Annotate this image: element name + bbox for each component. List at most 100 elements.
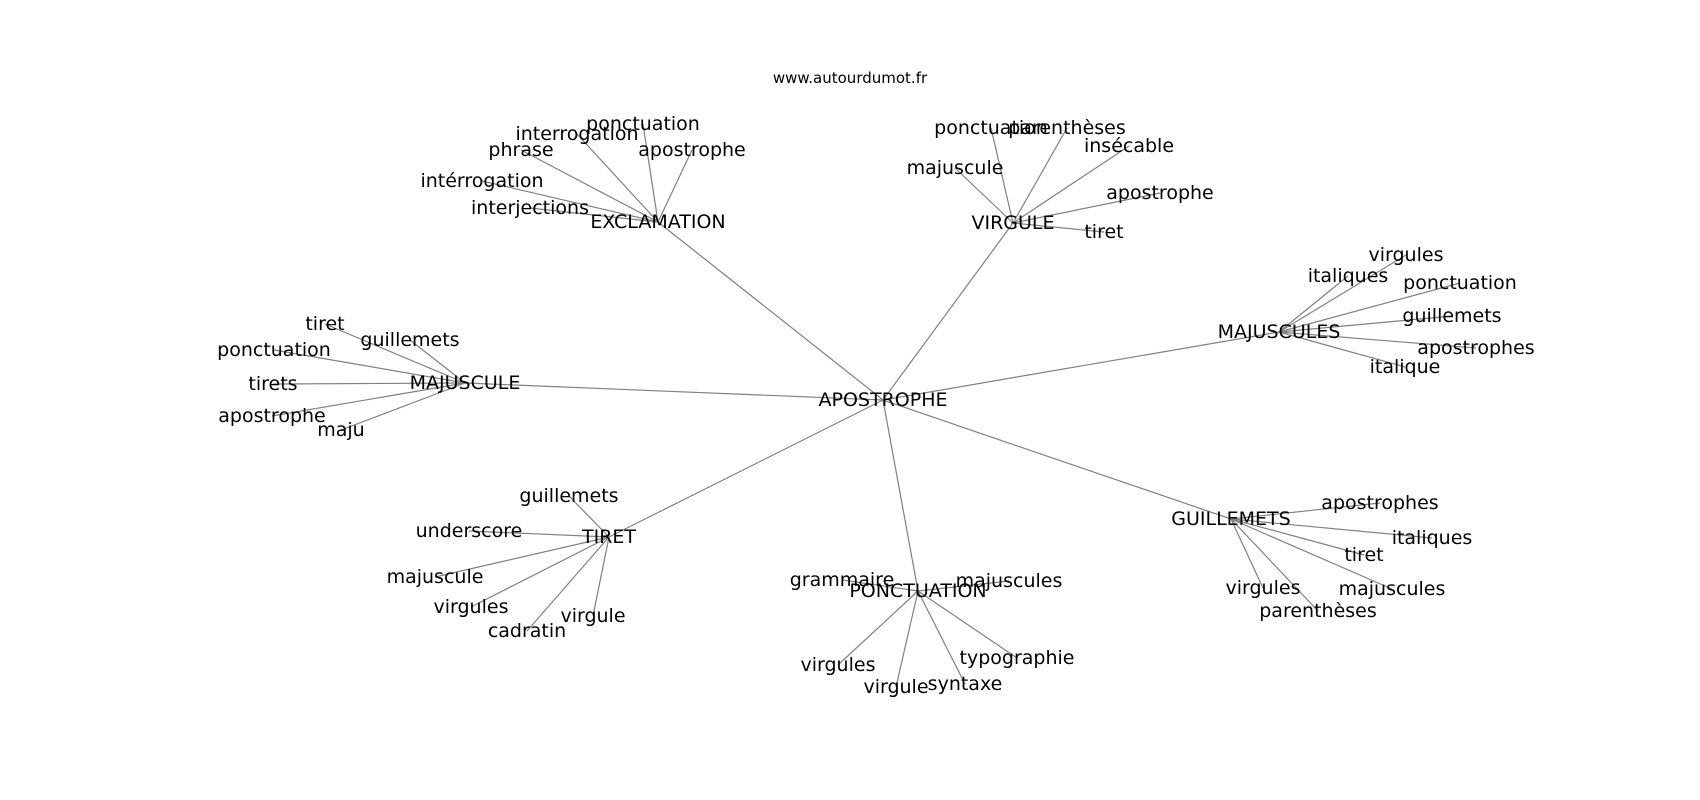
- leaf-node: virgules: [801, 654, 876, 676]
- edge-tiret-leaf: [434, 536, 610, 578]
- leaf-node: guillemets: [519, 485, 618, 507]
- leaf-node: guillemets: [1402, 305, 1501, 327]
- edge-exclamation-leaf: [529, 207, 659, 223]
- leaf-node: interrogation: [515, 123, 638, 145]
- leaf-node: italiques: [1308, 265, 1389, 287]
- edge-center-to-guillemets: [882, 399, 1232, 520]
- leaf-node: grammaire: [790, 569, 895, 591]
- edge-virgule-leaf: [990, 127, 1014, 224]
- edge-tiret-leaf: [568, 495, 610, 538]
- edge-majuscule-leaf: [324, 323, 466, 384]
- leaf-node: tiret: [1084, 221, 1123, 243]
- edge-exclamation-leaf: [481, 180, 659, 223]
- leaf-node: virgule: [560, 605, 625, 627]
- edge-virgule-leaf: [1012, 222, 1105, 233]
- edge-majuscule-leaf: [409, 339, 466, 384]
- leaf-node: virgule: [863, 676, 928, 698]
- leaf-node: majuscules: [956, 570, 1063, 592]
- hub-node: VIRGULE: [971, 212, 1054, 234]
- edge-tiret-leaf: [468, 530, 610, 538]
- leaf-node: apostrophes: [1321, 492, 1438, 514]
- leaf-node: tiret: [305, 313, 344, 335]
- edge-ponctuation-leaf: [841, 579, 919, 592]
- edge-majuscule-leaf: [273, 349, 466, 384]
- leaf-node: majuscule: [907, 157, 1004, 179]
- leaf-node: ponctuation: [934, 117, 1048, 139]
- graph-edges: [271, 123, 1477, 688]
- leaf-node: apostrophe: [638, 139, 746, 161]
- hub-node: PONCTUATION: [849, 580, 986, 602]
- edge-ponctuation-leaf: [917, 590, 966, 685]
- edge-ponctuation-leaf: [917, 590, 1018, 659]
- leaf-node: virgules: [434, 596, 509, 618]
- leaf-node: italiques: [1392, 527, 1473, 549]
- edge-ponctuation-leaf: [895, 590, 919, 688]
- hub-node: TIRET: [581, 526, 636, 548]
- edge-ponctuation-leaf: [837, 590, 919, 666]
- watermark: www.autourdumot.fr: [773, 69, 928, 87]
- edge-majuscule-leaf: [272, 382, 466, 385]
- edge-center-to-virgule: [882, 222, 1014, 401]
- leaf-node: majuscules: [1339, 578, 1446, 600]
- edge-majuscules-leaf: [1278, 331, 1477, 349]
- leaf-node: italique: [1370, 356, 1441, 378]
- edge-majuscule-leaf: [340, 382, 466, 431]
- edge-exclamation-leaf: [520, 149, 659, 223]
- leaf-node: tiret: [1344, 544, 1383, 566]
- hub-node: EXCLAMATION: [590, 211, 725, 233]
- edge-virgule-leaf: [1012, 127, 1068, 224]
- edge-guillemets-leaf: [1230, 518, 1264, 589]
- edge-tiret-leaf: [470, 536, 610, 608]
- edge-center-to-tiret: [608, 399, 884, 538]
- leaf-node: ponctuation: [217, 339, 331, 361]
- graph-labels: www.autourdumot.fr APOSTROPHE EXCLAMATION…: [217, 69, 1535, 698]
- leaf-node: virgules: [1369, 244, 1444, 266]
- edge-majuscules-leaf: [1278, 282, 1461, 333]
- edge-exclamation-leaf: [576, 133, 659, 223]
- leaf-node: guillemets: [360, 329, 459, 351]
- edge-center-to-ponctuation: [882, 399, 919, 592]
- edge-exclamation-leaf: [642, 123, 659, 223]
- edge-majuscules-leaf: [1278, 254, 1407, 333]
- edge-guillemets-leaf: [1230, 518, 1433, 539]
- edge-guillemets-leaf: [1230, 502, 1381, 520]
- edge-guillemets-leaf: [1230, 518, 1319, 612]
- leaf-node: apostrophe: [218, 405, 326, 427]
- hub-node: MAJUSCULES: [1218, 321, 1341, 343]
- edge-virgule-leaf: [1012, 145, 1130, 224]
- leaf-node: underscore: [416, 520, 523, 542]
- edge-guillemets-leaf: [1230, 518, 1393, 590]
- leaf-node: tirets: [248, 373, 297, 395]
- leaf-node: syntaxe: [928, 673, 1003, 695]
- edge-center-to-majuscules: [882, 331, 1280, 401]
- leaf-node: phrase: [488, 139, 553, 161]
- edge-majuscules-leaf: [1278, 275, 1349, 333]
- leaf-node: majuscule: [387, 566, 484, 588]
- edge-majuscules-leaf: [1278, 331, 1406, 368]
- leaf-node: intérrogation: [420, 170, 543, 192]
- leaf-node: virgules: [1226, 577, 1301, 599]
- edge-center-to-exclamation: [657, 221, 884, 401]
- center-node: APOSTROPHE: [819, 389, 948, 411]
- edge-tiret-leaf: [592, 536, 610, 617]
- edge-majuscules-leaf: [1278, 315, 1453, 333]
- leaf-node: parenthèses: [1259, 600, 1377, 622]
- leaf-node: interjections: [471, 197, 589, 219]
- edge-majuscule-leaf: [271, 382, 466, 417]
- hub-node: GUILLEMETS: [1171, 508, 1290, 530]
- leaf-node: insécable: [1084, 135, 1174, 157]
- edge-exclamation-leaf: [657, 149, 693, 223]
- edge-tiret-leaf: [526, 536, 610, 632]
- leaf-node: apostrophes: [1417, 337, 1534, 359]
- edge-virgule-leaf: [954, 167, 1014, 224]
- leaf-node: maju: [317, 419, 364, 441]
- edge-ponctuation-leaf: [917, 580, 1010, 592]
- leaf-node: typographie: [960, 647, 1075, 669]
- edge-center-to-majuscule: [464, 382, 884, 401]
- leaf-node: parenthèses: [1008, 117, 1126, 139]
- edge-virgule-leaf: [1012, 192, 1161, 224]
- leaf-node: cadratin: [488, 620, 566, 642]
- edge-guillemets-leaf: [1230, 518, 1365, 556]
- leaf-node: ponctuation: [1403, 272, 1517, 294]
